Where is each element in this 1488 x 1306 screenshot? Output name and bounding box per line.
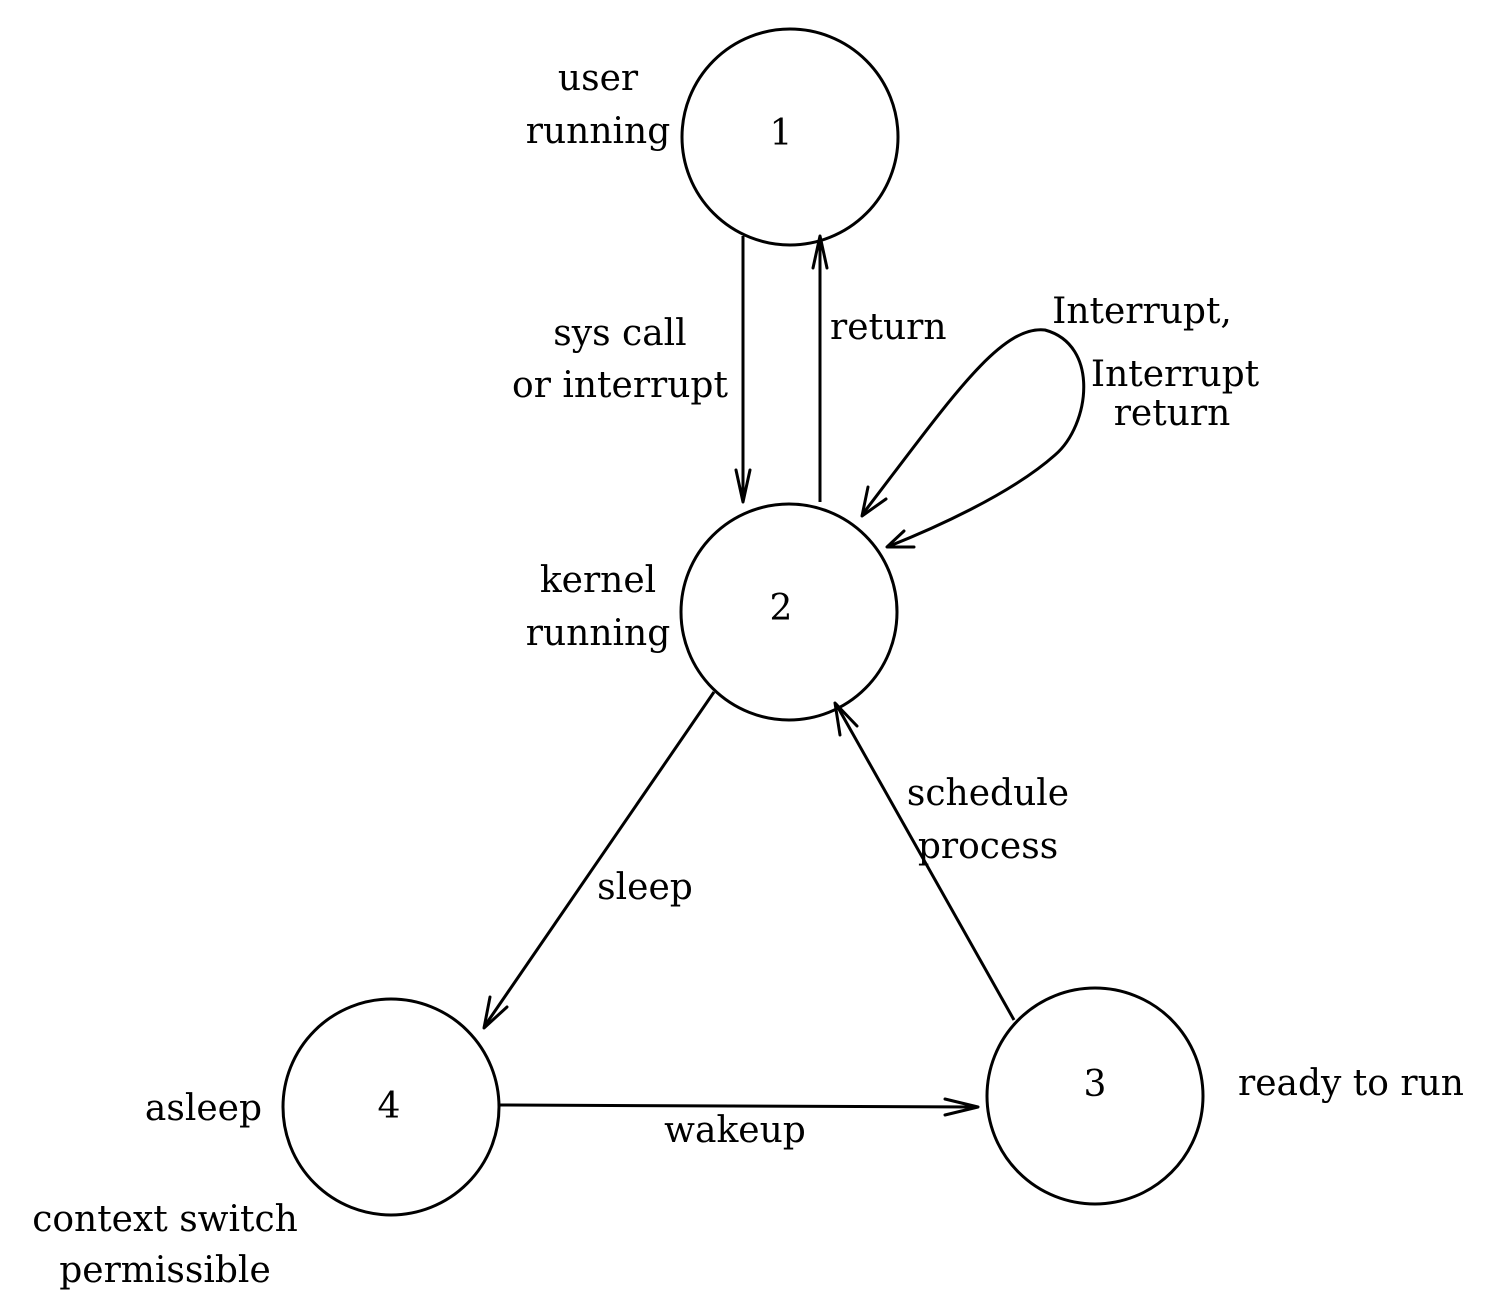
edge-wakeup-arrowhead	[943, 1097, 980, 1117]
state-3-number: 3	[1084, 1064, 1107, 1105]
edge-wakeup-label: wakeup	[664, 1110, 806, 1151]
edge-interrupt-label-line-1: Interrupt,	[1052, 291, 1232, 332]
edge-sleep-label: sleep	[597, 867, 693, 908]
edge-schedule-line	[834, 703, 1016, 1021]
state-4-number: 4	[378, 1086, 401, 1127]
edge-syscall-arrowhead	[734, 468, 752, 504]
edge-interrupt-arrowhead-1	[860, 485, 888, 518]
edge-schedule-label-line-2: process	[918, 826, 1058, 867]
edge-wakeup-line	[498, 1103, 977, 1109]
edge-sleep-arrowhead	[482, 995, 509, 1030]
context-switch-note-line-2: permissible	[59, 1250, 271, 1291]
context-switch-note-line-1: context switch	[32, 1199, 298, 1240]
edge-schedule-arrowhead	[833, 701, 859, 737]
state-1-number: 1	[770, 113, 793, 154]
edge-return-arrowhead	[811, 234, 829, 270]
edge-interrupt-label-line-3: return	[1114, 393, 1231, 434]
state-2-label-line-2: running	[526, 613, 671, 654]
edge-interrupt-loop	[860, 328, 1086, 549]
state-3-circle	[985, 986, 1205, 1206]
state-2-number: 2	[770, 588, 793, 629]
state-4-circle	[281, 997, 501, 1217]
edge-interrupt-label-line-2: Interrupt	[1091, 354, 1260, 395]
state-1-label-line-2: running	[526, 111, 671, 152]
edge-interrupt-arrowhead-2	[885, 529, 916, 549]
state-4-label: asleep	[145, 1088, 262, 1129]
edge-return-label: return	[830, 307, 947, 348]
state-2-circle	[679, 502, 899, 722]
edge-syscall-label-line-1: sys call	[553, 313, 686, 354]
state-2-label-line-1: kernel	[540, 560, 656, 601]
state-1-label-line-1: user	[558, 58, 639, 99]
edge-syscall-label-line-2: or interrupt	[512, 365, 728, 406]
edge-schedule-label-line-1: schedule	[907, 773, 1069, 814]
state-1-circle	[680, 27, 900, 247]
edge-sleep-line	[482, 691, 716, 1028]
state-3-label: ready to run	[1238, 1063, 1464, 1104]
